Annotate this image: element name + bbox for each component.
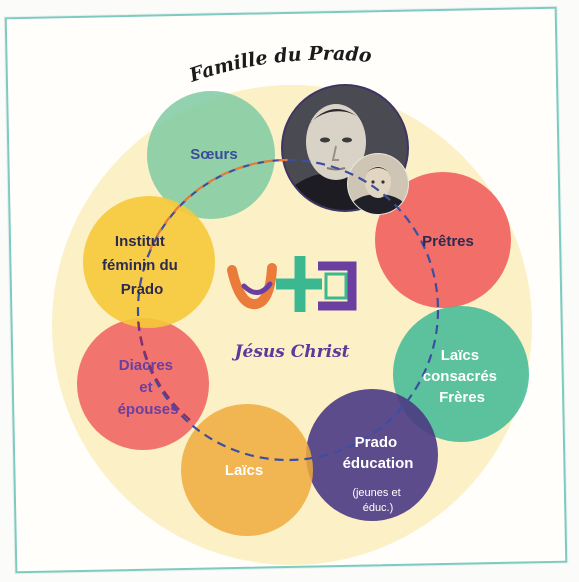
label-diacres-1: Diacres: [119, 357, 173, 374]
diagram-title: Famille du Prado: [186, 43, 373, 87]
label-diacres-3: épouses: [118, 401, 179, 418]
circle-diacres: [77, 318, 209, 450]
label-prado-education-1: Prado: [355, 434, 398, 451]
circle-soeurs: [147, 91, 275, 219]
label-institut-3: Prado: [121, 281, 164, 298]
label-institut-2: féminin du: [102, 257, 178, 274]
label-prado-education-sub-1: (jeunes et: [352, 487, 400, 499]
svg-text:Laïcs consacrés Frères: Laïcs consacrés Frères: [423, 347, 501, 406]
label-pretres: Prêtres: [422, 233, 474, 250]
circle-prado-education: [306, 389, 438, 521]
prado-cross-logo: [227, 256, 357, 312]
label-laics: Laïcs: [225, 462, 263, 479]
svg-text:Diacres et épouses: Diacres et épouses: [118, 357, 179, 418]
label-prado-education-2: éducation: [343, 455, 414, 472]
dashed-ring-blue: [136, 158, 440, 462]
label-prado-education-sub-2: éduc.): [363, 502, 394, 514]
svg-text:(jeunes et éduc.): (jeunes et éduc.): [352, 487, 403, 514]
circle-laics: [181, 404, 313, 536]
center-label: Jésus Christ: [231, 342, 349, 362]
circle-institut: [83, 196, 215, 328]
svg-text:Institut féminin du Pr: Institut féminin du Prado: [102, 233, 182, 298]
circle-pretres: [375, 172, 511, 308]
label-institut-1: Institut: [115, 233, 165, 250]
label-laics-consacres-3: Frères: [439, 389, 485, 406]
circle-laics-consacres: [393, 306, 529, 442]
portrait-small: [348, 154, 408, 214]
label-laics-consacres-1: Laïcs: [441, 347, 479, 364]
svg-text:Prêtres: Prêtres: [422, 233, 474, 250]
label-soeurs: Sœurs: [190, 146, 238, 163]
dashed-ring-orange: [148, 158, 289, 251]
label-laics-consacres-2: consacrés: [423, 368, 497, 385]
svg-text:Prado éducation: Prado éducation: [343, 434, 414, 472]
label-diacres-2: et: [139, 379, 152, 396]
svg-text:Sœurs: Sœurs: [190, 146, 238, 163]
svg-text:Laïcs: Laïcs: [225, 462, 263, 479]
